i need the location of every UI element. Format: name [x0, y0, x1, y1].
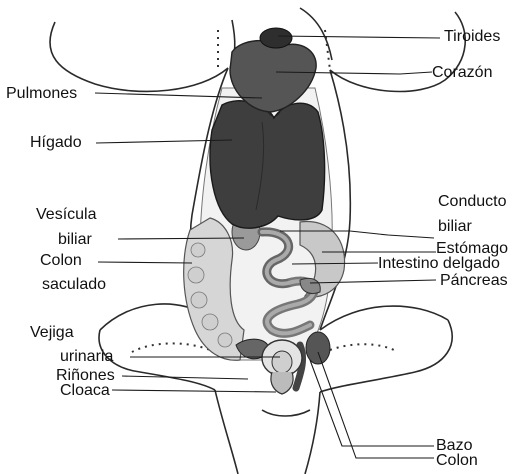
label-vejiga-2: urinaria [60, 348, 113, 365]
label-pulmones: Pulmones [6, 85, 77, 102]
label-higado: Hígado [30, 134, 82, 151]
liver-shape [210, 101, 325, 228]
label-vejiga-1: Vejiga [30, 324, 74, 341]
label-intestino: Intestino delgado [378, 255, 500, 272]
label-corazon: Corazón [432, 64, 492, 81]
label-vesicula-1: Vesícula [36, 206, 96, 223]
label-colon: Colon [436, 452, 478, 469]
thyroid-shape [260, 28, 292, 48]
label-conducto-2: biliar [438, 218, 472, 235]
label-colon-saculado-1: Colon [40, 252, 82, 269]
label-vesicula-2: biliar [58, 231, 92, 248]
cloaca-shape [271, 372, 293, 394]
label-pancreas: Páncreas [440, 272, 508, 289]
label-conducto-1: Conducto [438, 193, 507, 210]
spleen-shape [306, 332, 330, 364]
label-tiroides: Tiroides [444, 28, 500, 45]
label-cloaca: Cloaca [60, 382, 110, 399]
label-colon-saculado-2: saculado [42, 276, 106, 293]
